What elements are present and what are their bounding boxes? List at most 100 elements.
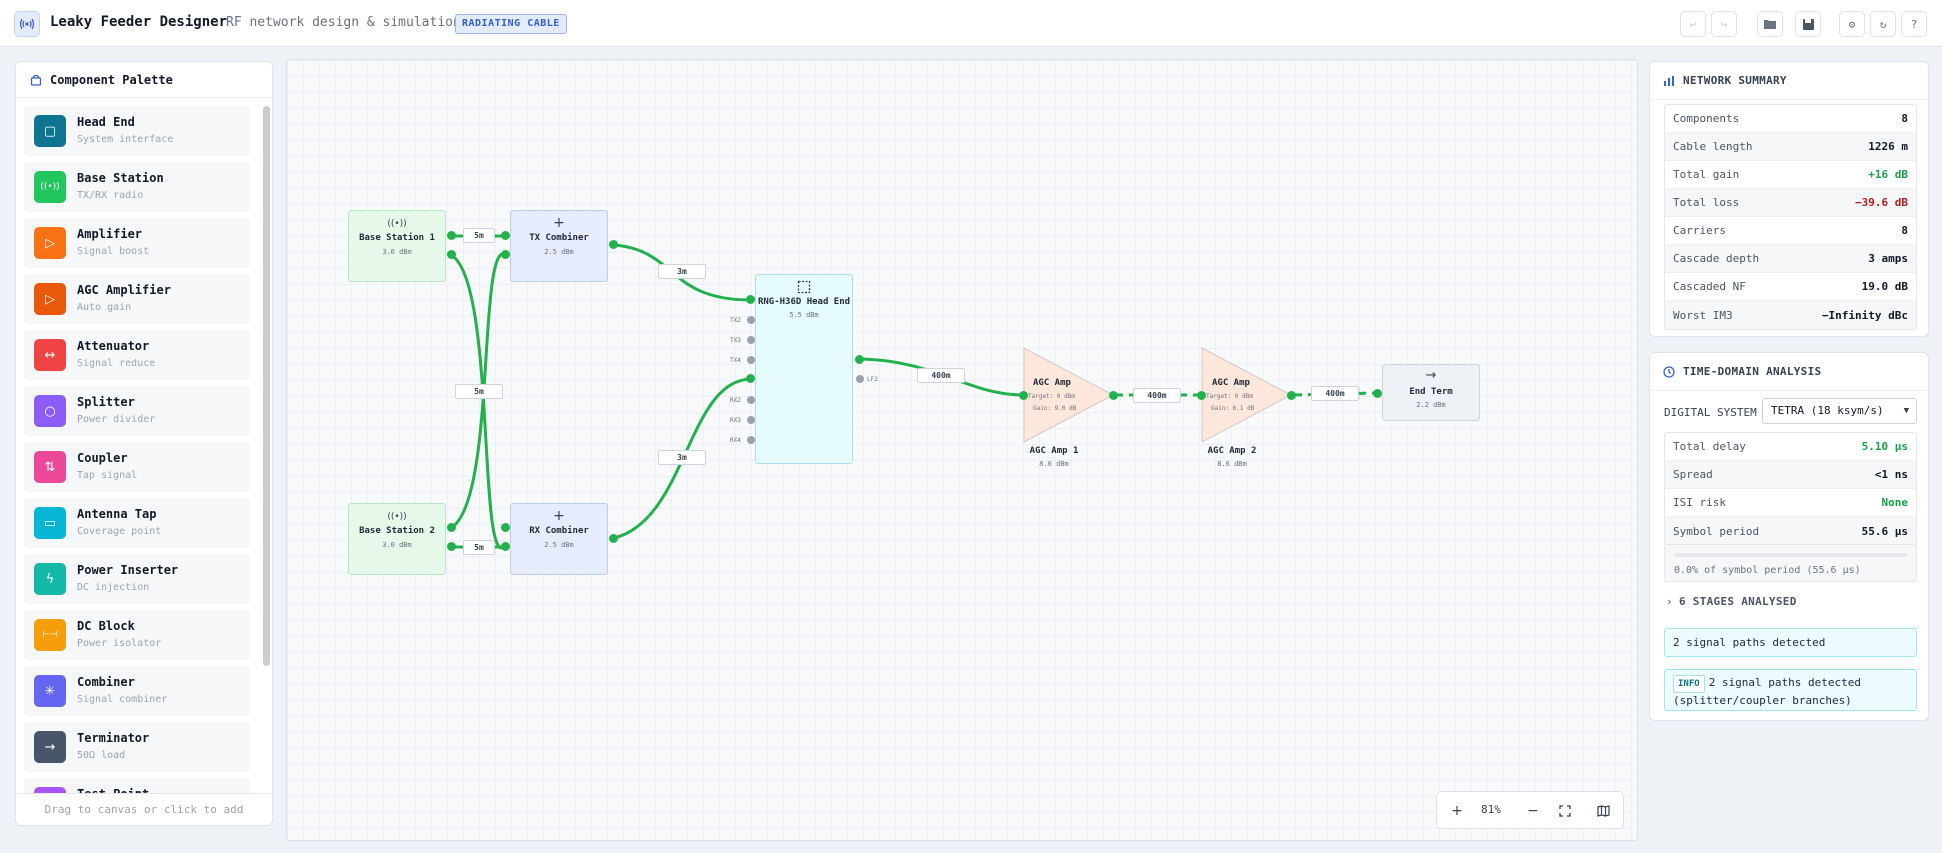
port-amp2-out[interactable] xyxy=(1287,391,1296,400)
port-term-in[interactable] xyxy=(1373,389,1382,398)
port-bs2-out-2[interactable] xyxy=(447,542,456,551)
port-head-lf2[interactable] xyxy=(856,375,864,383)
stat-value: None xyxy=(1881,496,1909,509)
help-button[interactable]: ? xyxy=(1901,11,1927,37)
palette-item-desc: Signal reduce xyxy=(77,358,156,369)
palette-item-name: Coupler xyxy=(77,451,128,465)
port-rxc-in-2[interactable] xyxy=(501,542,510,551)
save-button[interactable] xyxy=(1795,11,1821,37)
port-head-tx2[interactable] xyxy=(747,316,755,324)
stat-value: 19.0 dB xyxy=(1861,280,1908,293)
port-txc-in-1[interactable] xyxy=(501,231,510,240)
design-canvas[interactable]: ((•)) Base Station 1 3.0 dBm ((•)) Base … xyxy=(286,59,1638,841)
port-rxc-out[interactable] xyxy=(609,534,618,543)
app-subtitle: RF network design & simulation xyxy=(226,15,461,30)
port-label-lf2: LF2 xyxy=(867,376,878,383)
wire-label-rxc-head[interactable]: 3m xyxy=(658,450,706,465)
stat-label: Total delay xyxy=(1673,440,1746,453)
app-title: Leaky Feeder Designer xyxy=(50,14,228,30)
agc-amp-1-gain: Gain: 9.0 dB xyxy=(1033,405,1077,412)
port-amp1-out[interactable] xyxy=(1109,391,1118,400)
clock-icon xyxy=(1663,365,1675,378)
digital-system-select[interactable]: TETRA (18 ksym/s) ▼ xyxy=(1762,398,1917,424)
palette-scrollbar[interactable] xyxy=(263,106,270,666)
palette-item-name: Base Station xyxy=(77,171,164,185)
chevron-down-icon: ▼ xyxy=(1903,406,1909,416)
port-txc-out[interactable] xyxy=(609,240,618,249)
port-head-tx4[interactable] xyxy=(747,356,755,364)
palette-item-name: Splitter xyxy=(77,395,135,409)
wire-label-txc-head[interactable]: 3m xyxy=(658,264,706,279)
port-head-tx3[interactable] xyxy=(747,336,755,344)
port-amp1-in[interactable] xyxy=(1019,391,1028,400)
port-txc-in-2[interactable] xyxy=(501,250,510,259)
port-bs2-out[interactable] xyxy=(447,523,456,532)
settings-button[interactable]: ⚙ xyxy=(1839,11,1865,37)
node-end-term[interactable]: → End Term 2.2 dBm xyxy=(1382,364,1480,421)
wire-bs2-txc[interactable] xyxy=(450,252,507,530)
time-domain-panel: TIME-DOMAIN ANALYSIS DIGITAL SYSTEM TETR… xyxy=(1649,352,1929,721)
undo-button[interactable]: ↩ xyxy=(1680,11,1706,37)
port-head-rx3[interactable] xyxy=(747,416,755,424)
wire-label-head-amp1[interactable]: 400m xyxy=(917,368,965,383)
node-base-station-1[interactable]: ((•)) Base Station 1 3.0 dBm xyxy=(348,210,446,282)
reset-button[interactable]: ↻ xyxy=(1870,11,1896,37)
port-bs1-out[interactable] xyxy=(447,231,456,240)
minimap-button[interactable] xyxy=(1592,800,1614,822)
head-end-icon: ▢ xyxy=(34,115,66,147)
wire-amp2-term[interactable] xyxy=(1291,391,1378,397)
port-label-rx3: RX3 xyxy=(730,417,741,424)
wire-label-amp2-term[interactable]: 400m xyxy=(1311,386,1359,401)
port-head-rx2[interactable] xyxy=(747,396,755,404)
digital-system-label: DIGITAL SYSTEM xyxy=(1664,406,1757,419)
port-rxc-in-1[interactable] xyxy=(501,523,510,532)
zoom-in-button[interactable]: + xyxy=(1446,800,1468,822)
node-rx-combiner[interactable]: + RX Combiner 2.5 dBm xyxy=(510,503,608,575)
open-button[interactable] xyxy=(1757,11,1783,37)
wire-label-amp1-amp2[interactable]: 400m xyxy=(1133,388,1181,403)
node-tx-combiner[interactable]: + TX Combiner 2.5 dBm xyxy=(510,210,608,282)
port-bs1-out-2[interactable] xyxy=(447,250,456,259)
wire-label-bs1-txc[interactable]: 5m xyxy=(463,228,495,243)
port-amp2-in[interactable] xyxy=(1197,391,1206,400)
redo-button[interactable]: ↪ xyxy=(1711,11,1737,37)
port-head-rx1[interactable] xyxy=(746,374,755,383)
node-base-station-2[interactable]: ((•)) Base Station 2 3.0 dBm xyxy=(348,503,446,575)
fit-view-icon xyxy=(1559,805,1571,817)
mode-badge: RADIATING CABLE xyxy=(455,14,567,34)
port-label-rx4: RX4 xyxy=(730,437,741,444)
arrows-vertical-icon: ⇅ xyxy=(34,451,66,483)
palette-item-desc: 50Ω load xyxy=(77,750,126,761)
wire-label-cross[interactable]: 5m xyxy=(455,384,503,399)
port-head-tx1[interactable] xyxy=(746,295,755,304)
progress-track xyxy=(1674,553,1907,557)
zoom-out-button[interactable]: − xyxy=(1522,800,1544,822)
port-head-lf1[interactable] xyxy=(855,355,864,364)
agc-amp-1-target: Target: 0 dBm xyxy=(1028,393,1075,400)
fit-view-button[interactable] xyxy=(1554,800,1576,822)
stages-toggle[interactable]: ›6 STAGES ANALYSED xyxy=(1666,595,1797,608)
port-head-rx4[interactable] xyxy=(747,436,755,444)
palette-title: Component Palette xyxy=(50,72,173,87)
wire-bs1-rxc[interactable] xyxy=(450,253,508,550)
node-head-end[interactable]: RNG-H36D Head End 5.5 dBm xyxy=(755,274,853,464)
stat-label: Cascaded NF xyxy=(1673,280,1746,293)
palette-item-desc: Coverage point xyxy=(77,526,162,537)
wire-label-bs2-rxc[interactable]: 5m xyxy=(463,540,495,555)
wires-layer xyxy=(450,234,1378,550)
